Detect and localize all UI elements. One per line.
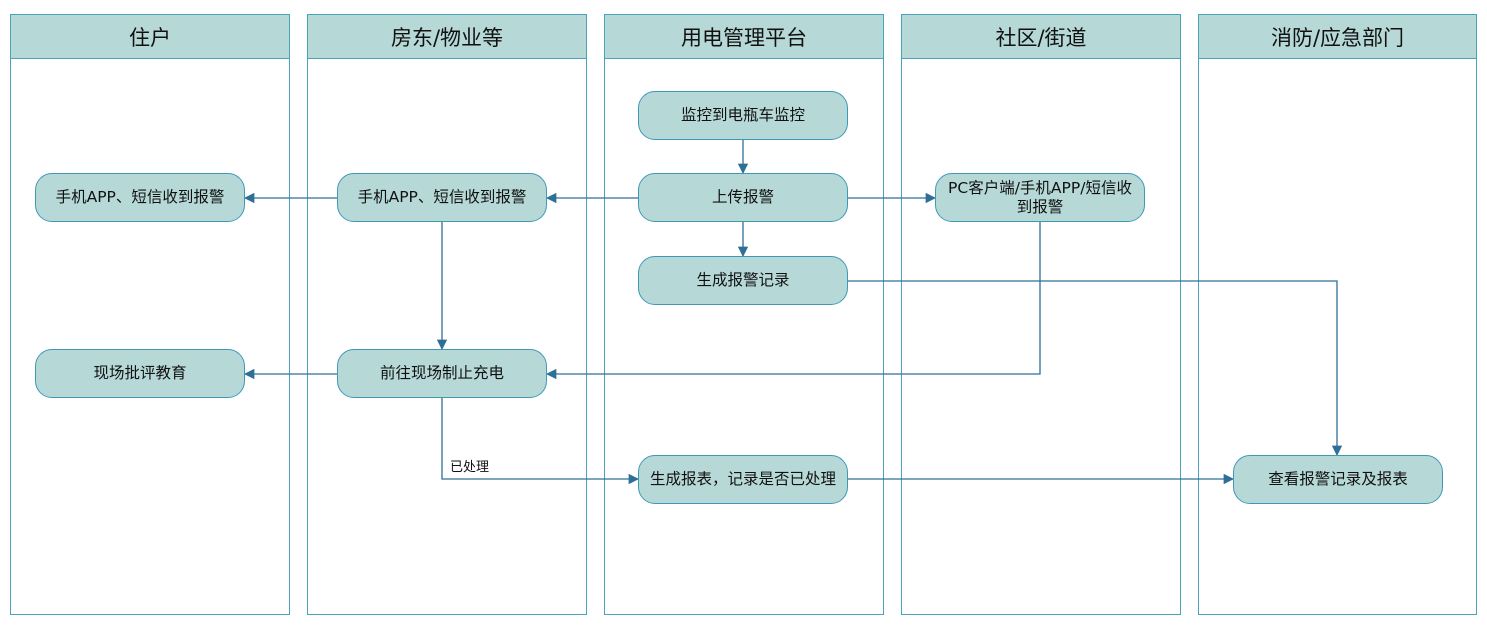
- node-landlord-receive: 手机APP、短信收到报警: [337, 173, 547, 222]
- lane-header-platform: 用电管理平台: [605, 15, 883, 59]
- lane-header-landlord: 房东/物业等: [308, 15, 586, 59]
- node-view-records: 查看报警记录及报表: [1233, 455, 1443, 504]
- node-resident-receive: 手机APP、短信收到报警: [35, 173, 245, 222]
- lane-resident: 住户: [10, 14, 290, 615]
- lane-header-community: 社区/街道: [902, 15, 1180, 59]
- lane-header-resident: 住户: [11, 15, 289, 59]
- node-stop-charging: 前往现场制止充电: [337, 349, 547, 398]
- edge-community-to-stop: [545, 222, 1041, 380]
- node-community-receive: PC客户端/手机APP/短信收到报警: [935, 173, 1145, 222]
- lane-community: 社区/街道: [901, 14, 1181, 615]
- node-generate-record: 生成报警记录: [638, 256, 848, 305]
- lane-header-fire: 消防/应急部门: [1199, 15, 1476, 59]
- node-monitor: 监控到电瓶车监控: [638, 91, 848, 140]
- edge-stop-to-report: [441, 398, 640, 485]
- edge-label-handled: 已处理: [450, 460, 490, 475]
- lane-landlord: 房东/物业等: [307, 14, 587, 615]
- lane-fire: 消防/应急部门: [1198, 14, 1477, 615]
- node-generate-report: 生成报表，记录是否已处理: [638, 455, 848, 504]
- node-education: 现场批评教育: [35, 349, 245, 398]
- node-upload-alarm: 上传报警: [638, 173, 848, 222]
- edge-record-to-view: [848, 280, 1343, 457]
